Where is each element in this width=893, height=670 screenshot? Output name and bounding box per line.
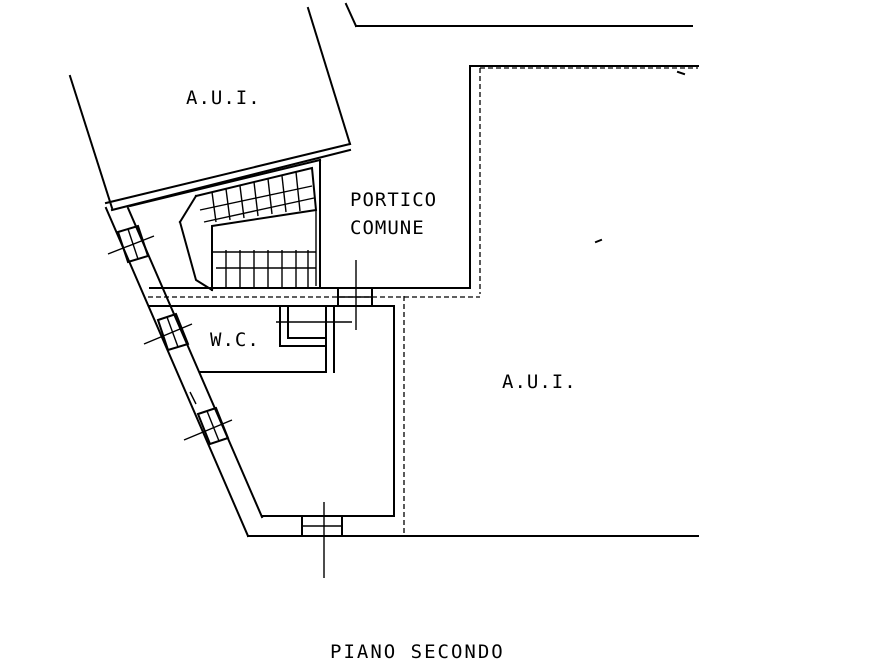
window-1 — [107, 224, 155, 264]
window-2 — [143, 312, 193, 352]
staircase — [178, 166, 318, 292]
window-3 — [183, 391, 233, 446]
small-marks — [594, 70, 686, 244]
label-aui-top: A.U.I. — [186, 87, 261, 109]
plan-title: PIANO SECONDO — [330, 641, 505, 663]
label-aui-right: A.U.I. — [502, 371, 577, 393]
aui-top-unit — [68, 6, 352, 212]
label-portico-line1: PORTICO — [350, 189, 437, 211]
left-slanted-wall — [104, 206, 264, 538]
label-wc: W.C. — [210, 329, 260, 351]
portico-door — [337, 260, 373, 330]
portico-walls — [128, 65, 699, 298]
bottom-door — [301, 502, 343, 578]
lower-room — [247, 296, 699, 537]
label-portico-line2: COMUNE — [350, 217, 425, 239]
top-building-strip — [344, 2, 693, 28]
